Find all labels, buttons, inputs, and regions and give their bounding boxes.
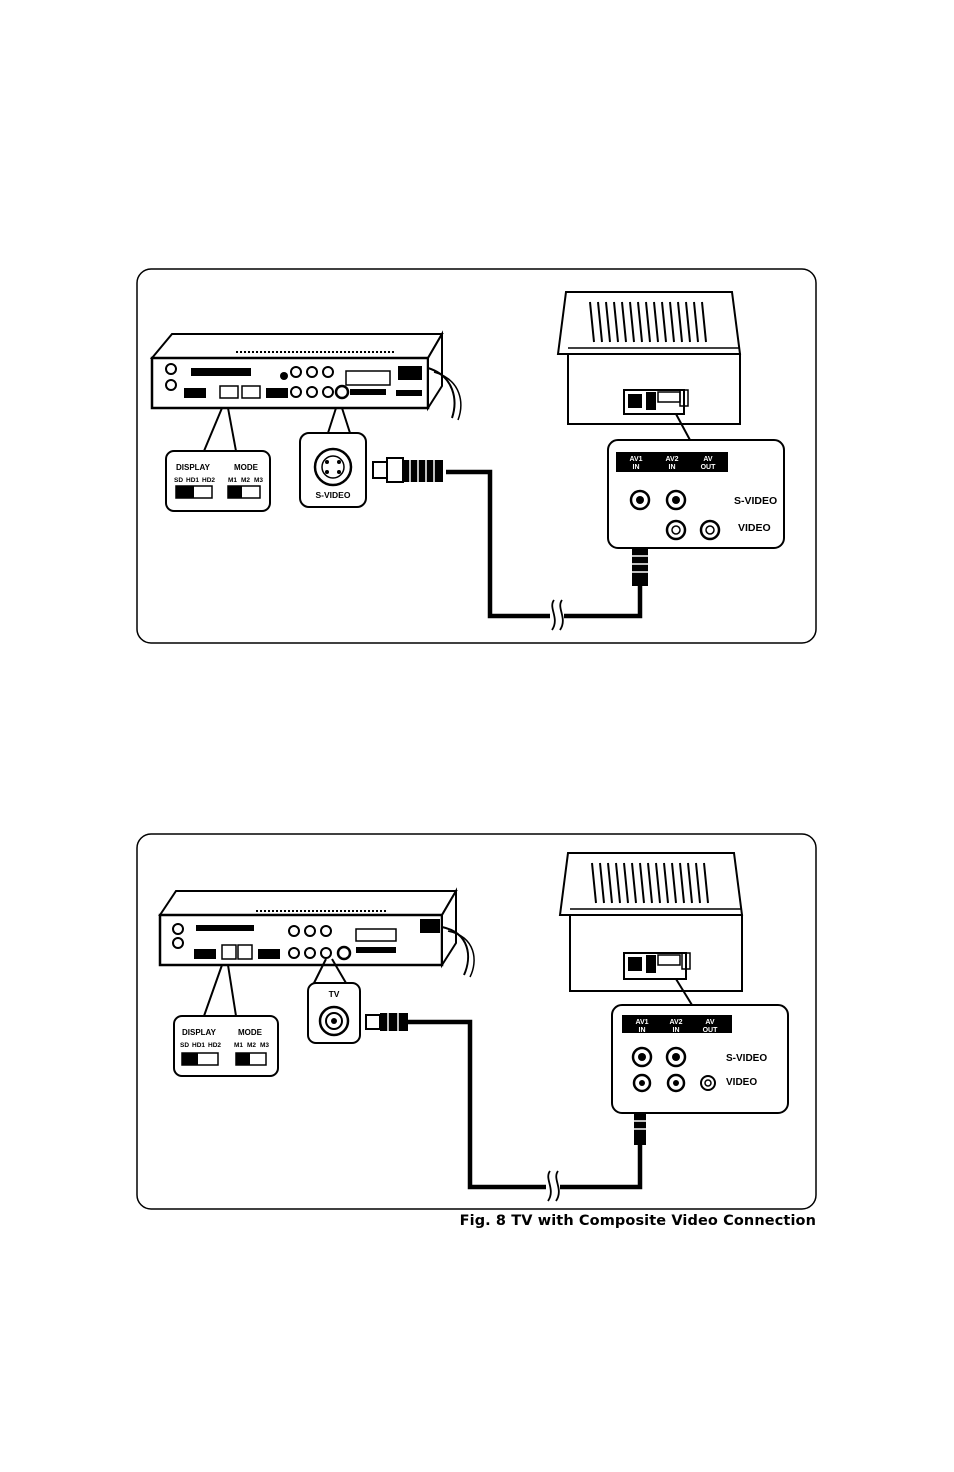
mode-title: MODE: [234, 463, 259, 472]
display-option-hd1: HD1: [186, 477, 199, 484]
display-option-sd: SD: [174, 477, 183, 484]
composite-connection-diagram: DISPLAY MODE SD HD1 HD2 M1 M2 M3 TV: [136, 833, 817, 1210]
diagram-panel-composite: DISPLAY MODE SD HD1 HD2 M1 M2 M3 TV: [136, 833, 817, 1210]
display-option-sd: SD: [180, 1042, 189, 1049]
player-rear-panel: [152, 334, 461, 420]
mode-option-m3: M3: [254, 477, 263, 484]
tv-port-callout: TV: [308, 983, 360, 1043]
display-option-hd1: HD1: [192, 1042, 205, 1049]
row-video-label: VIDEO: [738, 522, 771, 534]
row-video-label: VIDEO: [726, 1077, 757, 1088]
tv-callout-label: TV: [329, 989, 340, 999]
display-mode-switch-box: DISPLAY MODE SD HD1 HD2 M1 M2 M3: [174, 1016, 278, 1076]
mode-option-m2: M2: [241, 477, 250, 484]
display-title: DISPLAY: [182, 1028, 217, 1037]
row-svideo-label: S-VIDEO: [734, 495, 777, 507]
display-title: DISPLAY: [176, 463, 211, 472]
display-option-hd2: HD2: [208, 1042, 221, 1049]
player-rear-panel: [160, 891, 474, 977]
svideo-callout-label: S-VIDEO: [316, 490, 351, 500]
display-mode-switch-box: DISPLAY MODE SD HD1 HD2 M1 M2 M3: [166, 451, 270, 511]
mode-option-m3: M3: [260, 1042, 269, 1049]
mode-option-m1: M1: [228, 477, 237, 484]
display-option-hd2: HD2: [202, 477, 215, 484]
tv-rear-view: [560, 853, 742, 1005]
tv-rear-view: [558, 292, 740, 440]
svideo-connection-diagram: DISPLAY MODE SD HD1 HD2 M1 M2 M3 S-VIDEO: [136, 268, 817, 644]
mode-option-m2: M2: [247, 1042, 256, 1049]
diagram-panel-svideo: DISPLAY MODE SD HD1 HD2 M1 M2 M3 S-VIDEO: [136, 268, 817, 644]
svideo-port-callout: S-VIDEO: [300, 433, 366, 507]
mode-option-m1: M1: [234, 1042, 243, 1049]
mode-title: MODE: [238, 1028, 263, 1037]
row-svideo-label: S-VIDEO: [726, 1053, 767, 1064]
figure-caption: Fig. 8 TV with Composite Video Connectio…: [300, 1213, 816, 1229]
